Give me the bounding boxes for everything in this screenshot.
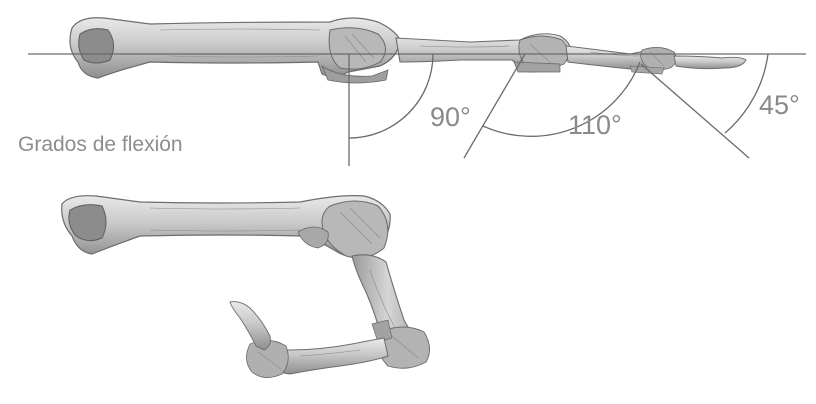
mcp-angle-label: 90°: [430, 104, 471, 131]
pip-flexion-line: [464, 54, 525, 158]
dip-angle-label: 45°: [759, 92, 800, 119]
dip-flexion-line: [641, 64, 749, 158]
flexed-finger: [62, 196, 430, 378]
metacarpal-base-extended: [79, 29, 114, 63]
flexion-degrees-caption: Grados de flexión: [18, 134, 183, 155]
distal-phalanx-flexed: [230, 302, 270, 350]
extended-finger: [70, 18, 746, 83]
volar-plate-pip: [514, 62, 560, 72]
pip-angle-label: 110°: [568, 112, 622, 139]
volar-plate-mcp-flexed: [298, 227, 328, 248]
dip-joint-capsule-extended: [641, 47, 677, 69]
distal-phalanx-extended: [674, 56, 746, 69]
mcp-joint-capsule-extended: [329, 28, 385, 69]
